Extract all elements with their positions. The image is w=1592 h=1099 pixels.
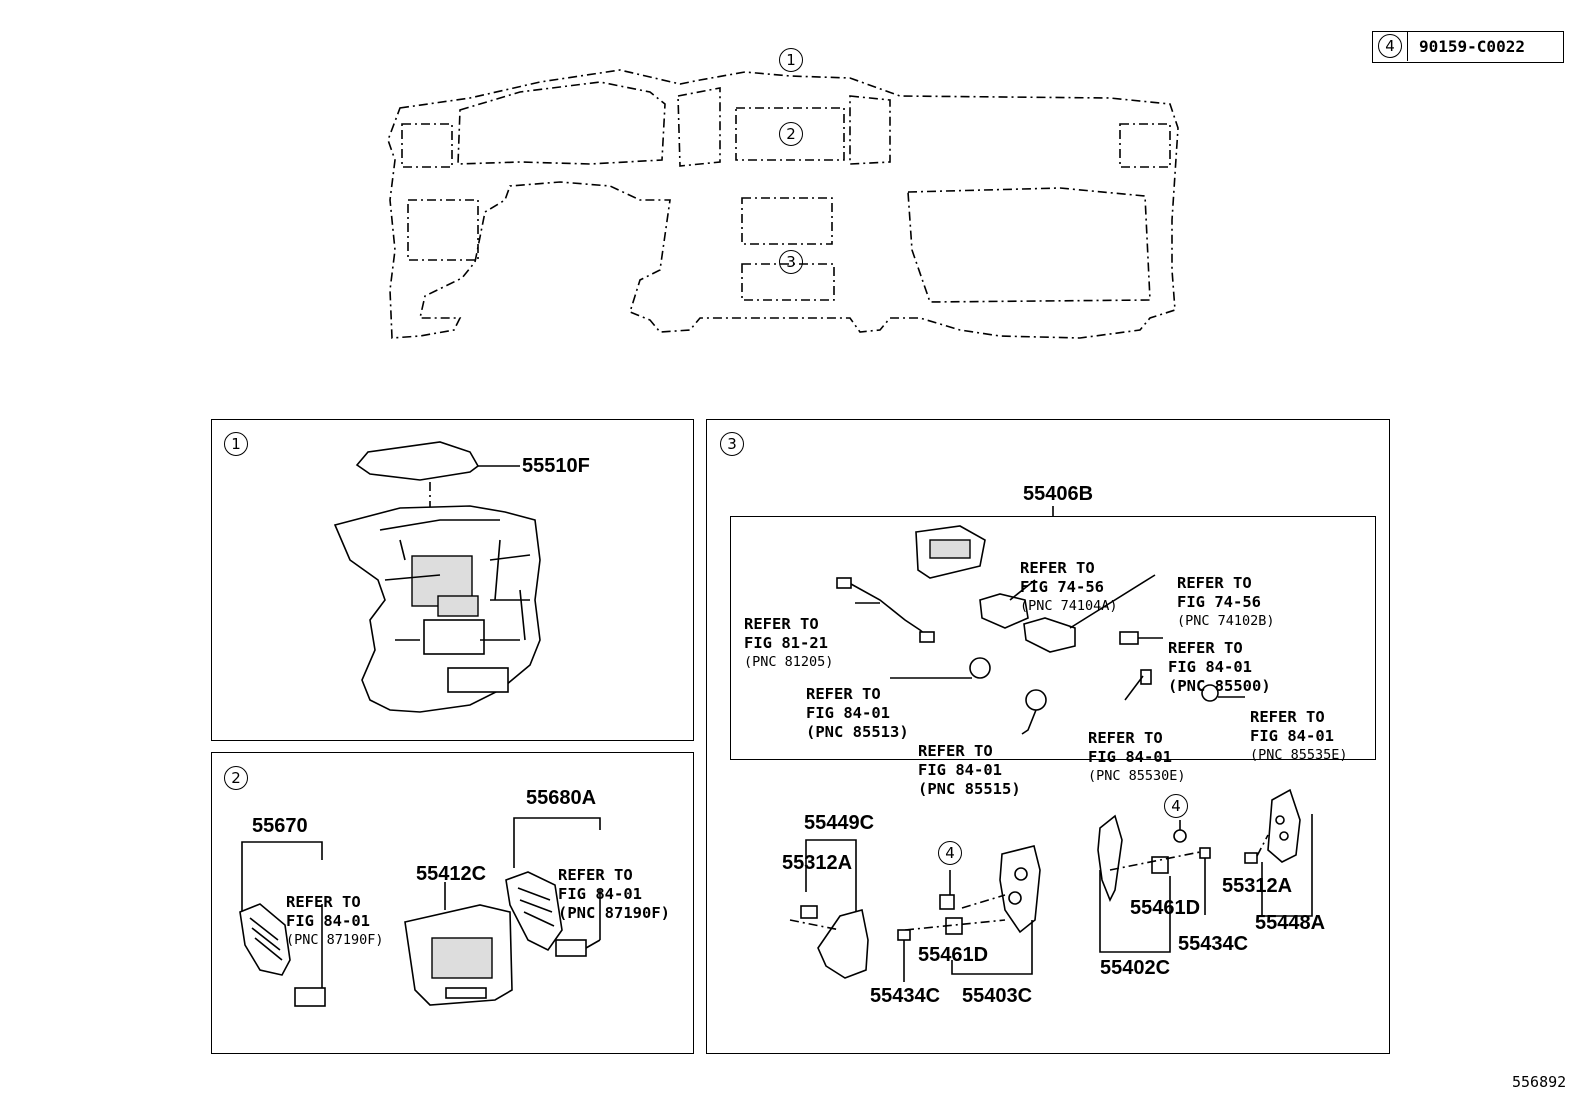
detail-panel-2	[211, 752, 694, 1054]
part-label-55412c: 55412C	[416, 863, 487, 885]
overview-lower-left	[407, 199, 479, 261]
side-panel-55449c	[817, 909, 869, 979]
switch-block-left	[294, 987, 326, 1007]
switch-assembly-box-55406b	[730, 516, 1376, 760]
overview-glovebox	[907, 187, 1151, 303]
clip-55312a-left	[800, 905, 818, 919]
part-label-55670: 55670	[252, 815, 308, 837]
screw-marker-4-left: 4	[938, 841, 962, 865]
overview-marker-2: 2	[779, 122, 803, 146]
part-label-55680a: 55680A	[526, 787, 597, 809]
switch-74104a	[979, 593, 1029, 629]
overview-marker-1: 1	[779, 48, 803, 72]
detail-panel-3	[706, 419, 1390, 1054]
air-vent-right	[505, 871, 563, 952]
part-label-55402c: 55402C	[1100, 957, 1171, 979]
part-label-55434c-left: 55434C	[870, 985, 941, 1007]
side-bracket-55403c	[999, 845, 1041, 934]
switch-74102b	[1023, 617, 1076, 653]
part-label-55434c-right: 55434C	[1178, 933, 1249, 955]
panel-1-marker: 1	[224, 432, 248, 456]
part-label-55448a: 55448A	[1255, 912, 1326, 934]
part-label-55510f: 55510F	[522, 455, 590, 477]
part-label-55312a-left: 55312A	[782, 852, 853, 874]
panel-3-marker: 3	[720, 432, 744, 456]
part-label-55312a-right: 55312A	[1222, 875, 1293, 897]
clip-55312a-right	[1244, 852, 1258, 864]
part-label-55461d-right: 55461D	[1130, 897, 1201, 919]
overview-area-2	[735, 107, 845, 161]
panel-2-marker: 2	[224, 766, 248, 790]
side-panel-55448a	[1267, 788, 1301, 863]
screw-marker-4-right: 4	[1164, 794, 1188, 818]
overview-gauge-left	[401, 123, 453, 168]
pin-55434c-left	[897, 929, 911, 941]
screw-55403c	[939, 894, 955, 910]
side-panel-55402c	[1097, 814, 1123, 902]
part-label-55403c: 55403C	[962, 985, 1033, 1007]
callout-legend-number-cell: 4	[1373, 32, 1408, 61]
pin-55434c-right	[1199, 847, 1211, 859]
diagram-id: 556892	[1512, 1073, 1567, 1091]
overview-marker-3: 3	[779, 250, 803, 274]
callout-legend-part-number: 90159-C0022	[1419, 37, 1525, 56]
detail-panel-1	[211, 419, 694, 741]
part-label-55406b: 55406B	[1023, 483, 1094, 505]
overview-gauge-right	[1119, 123, 1171, 168]
part-label-55449c: 55449C	[804, 812, 875, 834]
callout-legend-number: 4	[1378, 34, 1402, 58]
callout-legend-box: 4 90159-C0022	[1372, 31, 1564, 63]
overview-center-lower	[741, 197, 833, 245]
part-label-55461d-center: 55461D	[918, 944, 989, 966]
